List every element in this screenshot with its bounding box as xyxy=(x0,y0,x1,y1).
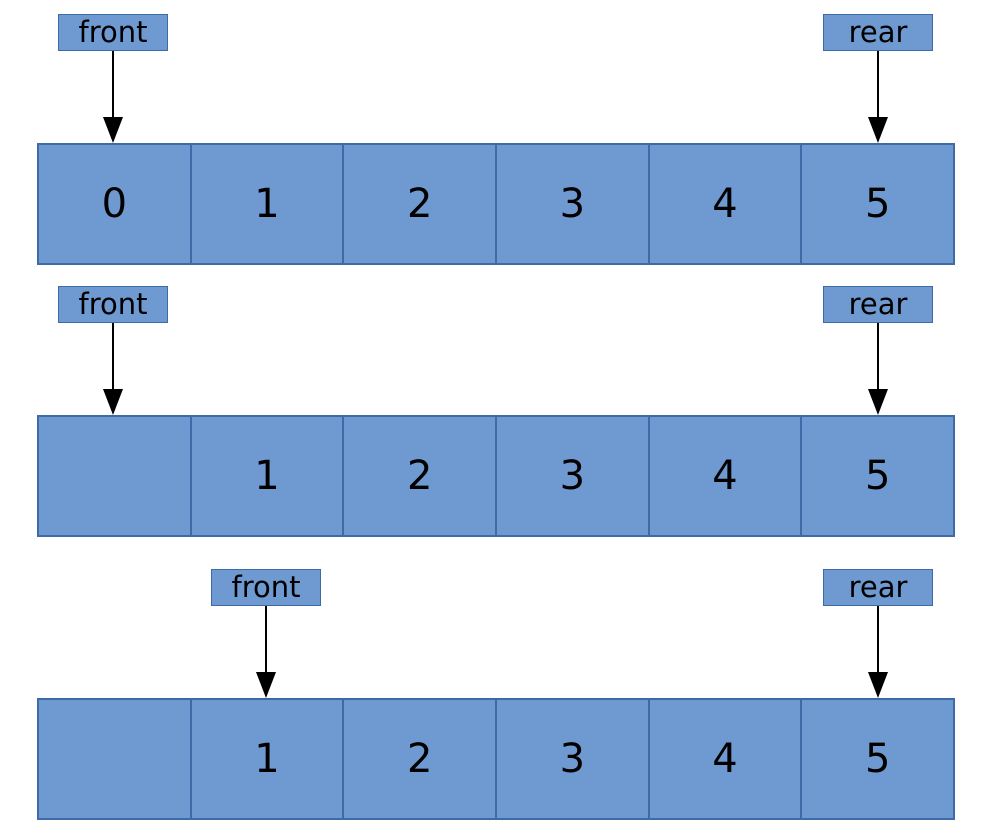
array-cell: 2 xyxy=(344,145,498,263)
front-pointer-label: front xyxy=(211,569,321,606)
front-arrow-icon xyxy=(103,323,123,415)
rear-arrow-icon xyxy=(868,323,888,415)
array-cell: 5 xyxy=(802,145,954,263)
array-cell: 1 xyxy=(191,417,345,535)
array-cell: 3 xyxy=(497,417,650,535)
array-cell: 1 xyxy=(191,700,345,818)
arrow-head-icon xyxy=(868,117,888,143)
queue-state-row: front rear 1 2 3 4 5 xyxy=(0,286,982,537)
array-cell: 2 xyxy=(344,700,498,818)
arrow-head-icon xyxy=(868,389,888,415)
arrow-head-icon xyxy=(256,672,276,698)
queue-array: 1 2 3 4 5 xyxy=(37,698,955,820)
array-cell: 4 xyxy=(649,417,803,535)
rear-pointer-label: rear xyxy=(823,569,933,606)
array-cell xyxy=(39,417,192,535)
front-arrow-icon xyxy=(103,51,123,143)
queue-state-row: front rear 1 2 3 4 5 xyxy=(0,569,982,820)
rear-arrow-icon xyxy=(868,606,888,698)
front-pointer-label: front xyxy=(58,286,168,323)
array-cell: 4 xyxy=(649,145,803,263)
queue-state-row: front rear 0 1 2 3 4 5 xyxy=(0,14,982,265)
array-cell: 3 xyxy=(497,700,650,818)
rear-pointer-label: rear xyxy=(823,14,933,51)
array-cell: 0 xyxy=(39,145,192,263)
array-cell: 3 xyxy=(497,145,650,263)
arrow-line xyxy=(877,51,879,118)
arrow-head-icon xyxy=(103,117,123,143)
array-cell: 5 xyxy=(802,417,954,535)
front-arrow-icon xyxy=(256,606,276,698)
arrow-line xyxy=(877,323,879,390)
rear-arrow-icon xyxy=(868,51,888,143)
rear-pointer-label: rear xyxy=(823,286,933,323)
queue-array: 1 2 3 4 5 xyxy=(37,415,955,537)
arrow-line xyxy=(112,51,114,118)
arrow-line xyxy=(877,606,879,673)
arrow-head-icon xyxy=(868,672,888,698)
array-cell: 1 xyxy=(191,145,345,263)
front-pointer-label: front xyxy=(58,14,168,51)
array-cell xyxy=(39,700,192,818)
array-cell: 2 xyxy=(344,417,498,535)
queue-array: 0 1 2 3 4 5 xyxy=(37,143,955,265)
array-cell: 4 xyxy=(649,700,803,818)
arrow-line xyxy=(112,323,114,390)
arrow-head-icon xyxy=(103,389,123,415)
arrow-line xyxy=(265,606,267,673)
array-cell: 5 xyxy=(802,700,954,818)
